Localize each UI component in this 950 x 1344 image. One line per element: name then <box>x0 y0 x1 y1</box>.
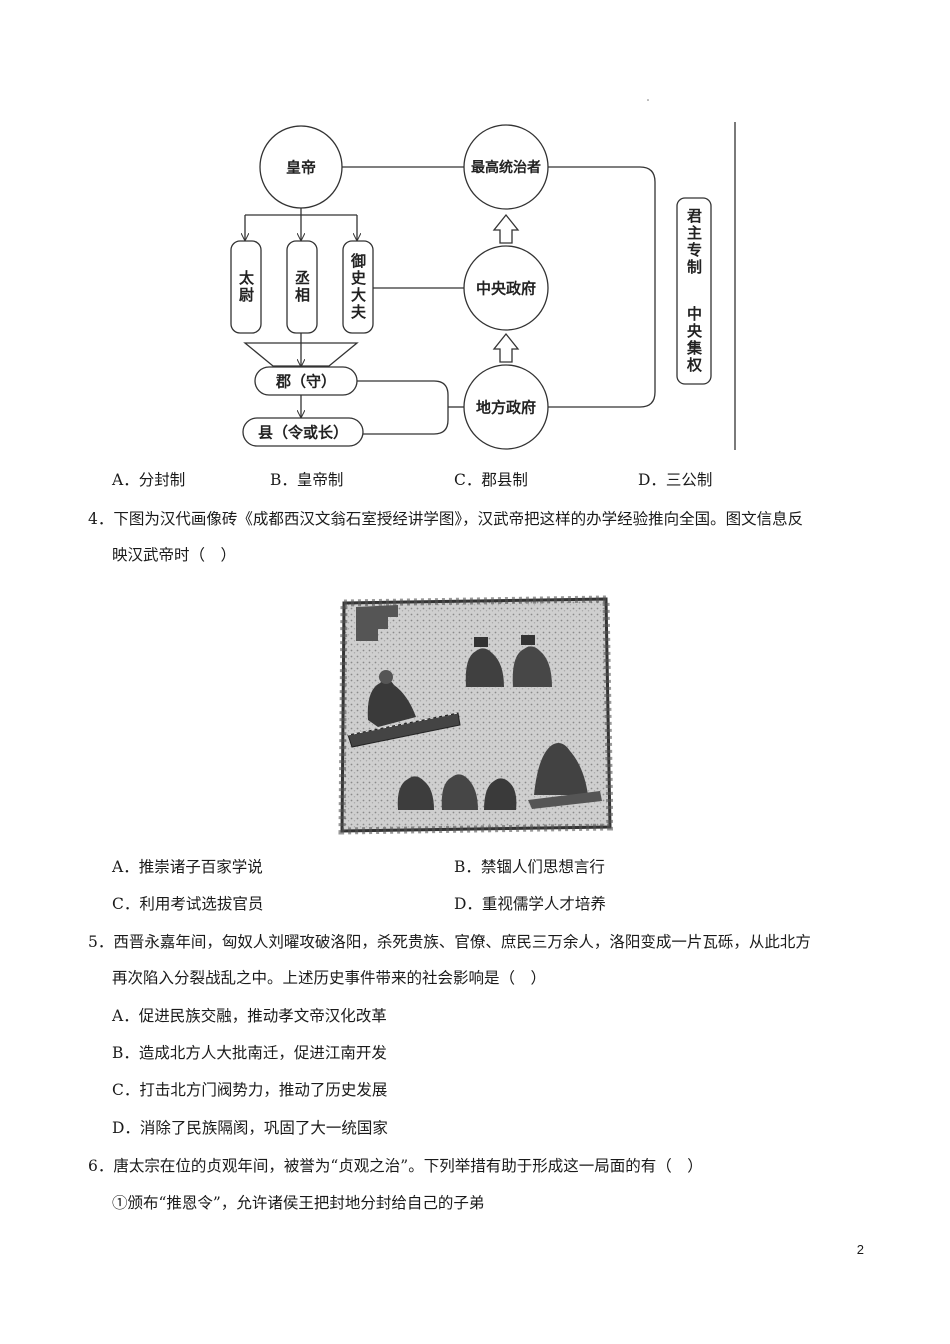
q3-option-c: C．郡县制 <box>454 471 528 489</box>
diagram-lines <box>230 99 736 450</box>
supreme-ruler-label: 最高统治者 <box>471 160 541 176</box>
yushi-box <box>342 240 374 334</box>
q5-stem-line1: 5．西晋永嘉年间，匈奴人刘曜攻破洛阳，杀死贵族、官僚、庶民三万余人，洛阳变成一片… <box>88 933 811 951</box>
q4-stem-line1: 4．下图为汉代画像砖《成都西汉文翁石室授经讲学图》，汉武帝把这样的办学经验推向全… <box>88 510 804 528</box>
q3-option-a: A．分封制 <box>112 471 186 489</box>
q4-stem-line2: 映汉武帝时（ ） <box>112 546 237 564</box>
local-gov-label: 地方政府 <box>475 398 537 417</box>
chengxiang-label: 丞相 <box>293 270 311 304</box>
jun-label: 郡（守） <box>275 372 337 391</box>
q5-option-b: B．造成北方人大批南迁，促进江南开发 <box>112 1044 387 1062</box>
q5-stem-line2: 再次陷入分裂战乱之中。上述历史事件带来的社会影响是（ ） <box>112 969 547 987</box>
government-structure-diagram: 皇帝 太尉 丞相 御史大夫 郡（守） 县（令或长） 最高统治者 中央政府 地方政… <box>0 0 950 470</box>
q6-item-1: ①颁布“推恩令”，允许诸侯王把封地分封给自己的子弟 <box>112 1194 485 1212</box>
centralization-label: 中央集权 <box>685 306 703 374</box>
side-box <box>676 197 712 385</box>
central-gov-label: 中央政府 <box>475 279 537 298</box>
yushi-label: 御史大夫 <box>349 253 367 321</box>
taiwei-box <box>230 240 262 334</box>
q4-option-d: D．重视儒学人才培养 <box>454 895 606 913</box>
q4-option-a: A．推崇诸子百家学说 <box>112 858 263 876</box>
local-gov-circle <box>463 364 549 450</box>
page-number: 2 <box>856 1242 864 1257</box>
emperor-label: 皇帝 <box>285 158 317 177</box>
q3-option-b: B．皇帝制 <box>270 471 344 489</box>
q4-option-c: C．利用考试选拔官员 <box>112 895 264 913</box>
xian-box <box>242 417 364 447</box>
han-brick-relief-image <box>338 595 614 835</box>
q5-option-c: C．打击北方门阀势力，推动了历史发展 <box>112 1081 388 1099</box>
central-gov-circle <box>463 245 549 331</box>
xian-label: 县（令或长） <box>257 423 349 442</box>
taiwei-label: 太尉 <box>237 270 255 304</box>
q6-stem: 6．唐太宗在位的贞观年间，被誉为“贞观之治”。下列举措有助于形成这一局面的有（ … <box>88 1157 703 1175</box>
up-arrow-icon <box>492 213 520 244</box>
up-arrow-icon <box>492 332 520 363</box>
chengxiang-box <box>286 240 318 334</box>
q5-option-d: D．消除了民族隔阂，巩固了大一统国家 <box>112 1119 388 1137</box>
q4-option-b: B．禁锢人们思想言行 <box>454 858 605 876</box>
q3-option-d: D．三公制 <box>638 471 713 489</box>
q5-option-a: A．促进民族交融，推动孝文帝汉化改革 <box>112 1007 387 1025</box>
autocracy-label: 君主专制 <box>685 208 703 276</box>
